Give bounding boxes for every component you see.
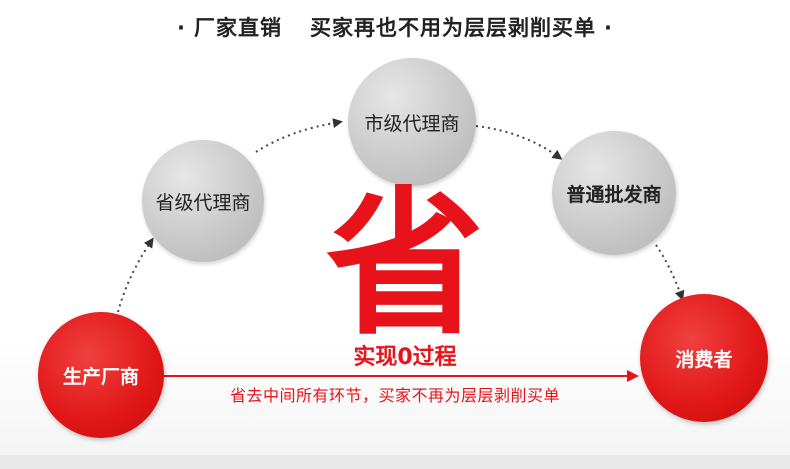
node-consumer-label: 消费者 [675,348,733,371]
center-subtitle: 实现0过程 [353,345,457,370]
connector-producer-to-provincial [117,237,154,313]
node-provincial-agent: 省级代理商 [142,140,264,262]
node-producer-label: 生产厂商 [62,365,139,388]
header-right-text: 买家再也不用为层层剥削买单 [310,16,596,40]
node-provincial-agent-label: 省级代理商 [155,191,251,214]
connector-provincial-to-city [255,118,343,153]
node-producer: 生产厂商 [38,312,164,438]
node-wholesaler: 普通批发商 [552,131,676,255]
page-header: · 厂家直销 买家再也不用为层层剥削买单 · [0,10,790,46]
footer-band [0,455,790,469]
connector-wholesaler-to-consumer [655,244,685,301]
big-save-character: 省 [326,172,484,357]
connector-city-to-wholesaler [475,125,563,160]
node-city-agent-label: 市级代理商 [364,112,460,135]
header-bullet-left: · [177,16,186,40]
header-bullet-right: · [604,16,613,40]
node-city-agent: 市级代理商 [348,58,476,186]
center-caption: 省去中间所有环节，买家不再为层层剥削买单 [229,386,560,405]
header-left-text: 厂家直销 [194,16,282,40]
node-consumer: 消费者 [640,294,768,422]
node-wholesaler-label: 普通批发商 [566,183,662,206]
